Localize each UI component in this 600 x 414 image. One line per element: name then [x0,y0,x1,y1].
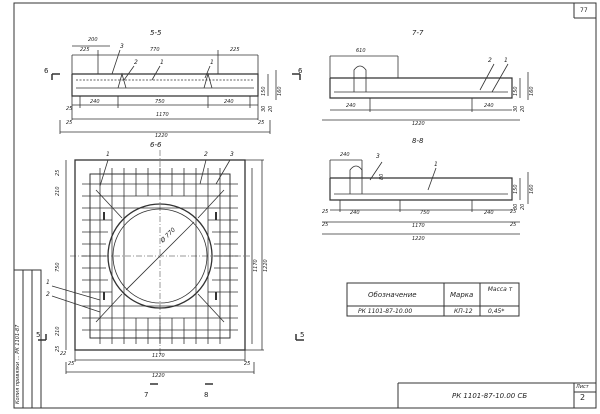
dim-label: 770 [150,47,160,53]
leader-label: 3 [120,43,124,50]
plan-6-6-title: 6-6 [150,141,162,149]
dim-label: 1170 [253,259,259,272]
dim-label: 240 [484,103,494,109]
dim-label: 30 [261,105,267,112]
cut-mark-label: 5 [36,331,41,339]
spec-cell-designation: РК 1101-87-10.00 [358,308,413,315]
dim-label: 240 [484,210,494,216]
leader-label: 1 [504,57,508,64]
dim-label: 1170 [156,112,169,118]
spec-header-designation: Обозначение [368,291,417,299]
dim-label: 20 [520,203,526,210]
dim-label: 150 [261,86,267,96]
side-stamp: Копия привязки ... РК 1101-87 [15,324,21,404]
leader-label: 1 [160,59,164,66]
dim-label: 160 [529,86,535,96]
dim-label: 1170 [412,223,425,229]
sheet-frame [13,2,597,409]
leader-label: 2 [134,59,138,66]
section-5-5-title: 5-5 [150,29,162,37]
spec-header-mark: Марка [450,291,474,299]
dim-label: 225 [230,47,240,53]
dim-label: 200 [88,37,98,43]
spec-cell-mass: 0,45* [488,308,505,315]
dim-label: 25 [68,361,75,367]
leader-label: 3 [230,151,234,158]
dim-label: 25 [66,106,73,112]
dim-label: 610 [356,48,366,54]
dim-label: 240 [340,152,350,158]
spec-cell-mark: КП-12 [454,308,473,315]
section-7-7-title: 7-7 [412,29,424,37]
dim-label: 240 [224,99,234,105]
dim-label: 210 [55,326,61,336]
dim-label: 25 [510,222,517,228]
dim-label: 1220 [412,121,425,127]
dim-label: 20 [268,105,274,112]
dim-label: 1220 [152,373,165,379]
dim-label: 750 [55,262,61,272]
dim-label: 240 [90,99,100,105]
dim-label: 25 [510,209,517,215]
dim-label: 160 [277,86,283,96]
cut-mark-label: 8 [204,391,209,399]
cut-mark-label: 5 [300,331,305,339]
cut-mark-label: 7 [144,391,149,399]
page-number: 77 [580,7,588,14]
dim-label: 25 [258,120,265,126]
dim-label: 22 [60,351,67,357]
section-8-8-drawing [322,159,529,235]
dim-label: 30 [513,105,519,112]
dim-label: 240 [350,210,360,216]
dim-label: 225 [80,47,90,53]
leader-label: 1 [210,59,214,66]
dim-label: 80 [379,173,385,180]
dim-label: 1220 [412,236,425,242]
plan-6-6-drawing [38,150,304,385]
leader-label: 2 [488,57,492,64]
dim-label: 210 [55,186,61,196]
dim-label: 1220 [263,259,269,272]
dim-label: 25 [322,209,329,215]
leader-label: 2 [204,151,208,158]
dim-label: 25 [322,222,329,228]
dim-label: 240 [346,103,356,109]
dim-label: 25 [55,169,61,176]
spec-header-mass: Масса т [487,286,513,293]
dim-label: 150 [513,184,519,194]
dim-label: 30 [513,203,519,210]
leader-label: 3 [376,153,380,160]
leader-label: 1 [46,279,50,286]
dim-label: 150 [513,86,519,96]
leader-label: 1 [434,161,438,168]
dim-label: 25 [244,361,251,367]
cut-mark-label: 6 [44,67,49,75]
section-8-8-title: 8-8 [412,137,424,145]
section-5-5-drawing [51,45,301,134]
dim-label: 1170 [152,353,165,359]
leader-label: 1 [106,151,110,158]
section-7-7-drawing [322,55,529,121]
spec-table [346,282,520,317]
cut-mark-label: 6 [298,67,303,75]
doc-code: РК 1101-87-10.00 СБ [452,392,528,400]
dim-label: 750 [155,99,165,105]
dim-label: 1220 [155,133,168,139]
dim-label: 25 [66,120,73,126]
leader-label: 2 [46,291,50,298]
sheet-label: Лист [576,384,589,390]
dim-label: 20 [520,105,526,112]
sheet-number: 2 [580,393,586,402]
dim-label: 160 [529,184,535,194]
dim-label: 750 [420,210,430,216]
